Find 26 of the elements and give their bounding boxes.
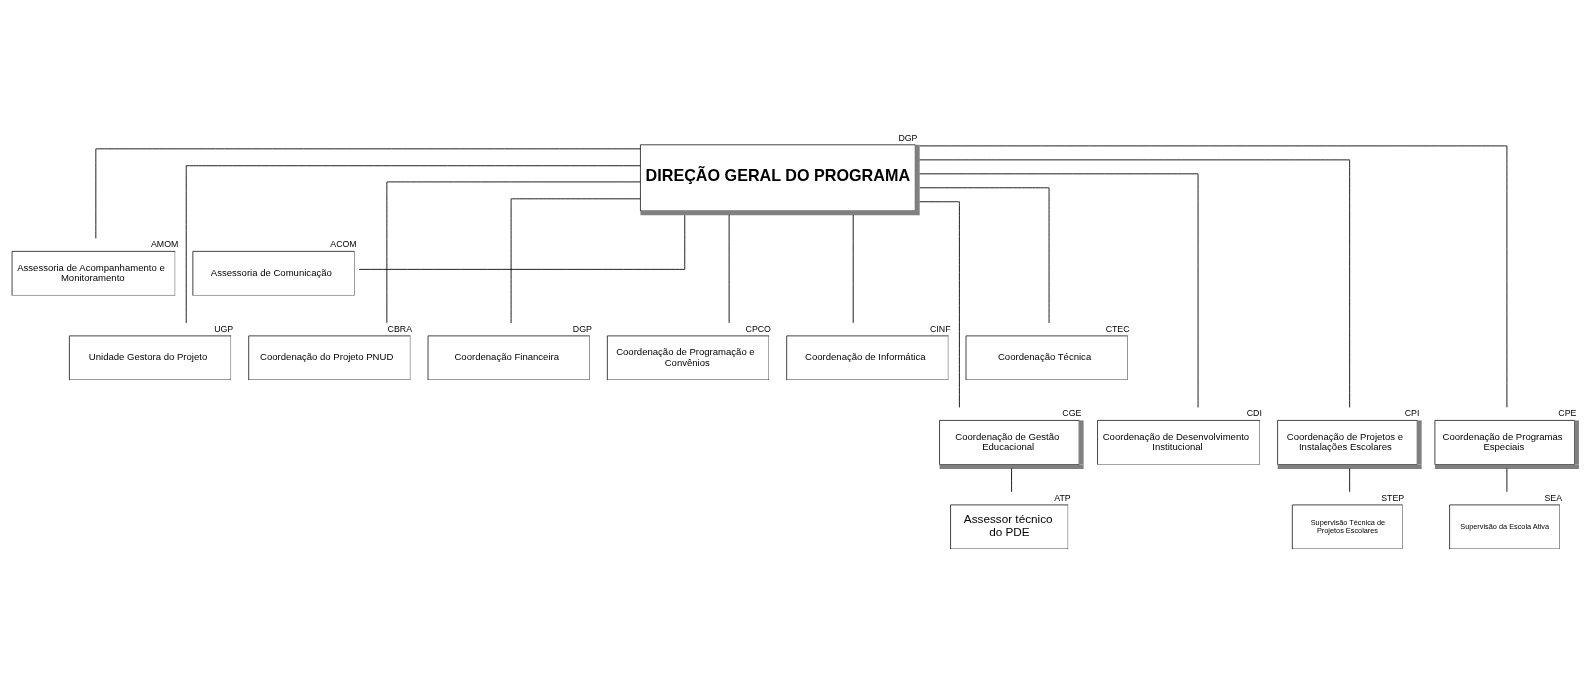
node-label: CBRA: [387, 323, 413, 334]
node-label: CPI: [1404, 407, 1420, 418]
node-label: CDI: [1246, 407, 1262, 418]
node-label: CTEC: [1105, 323, 1130, 334]
node-label: CINF: [929, 323, 951, 334]
connector: [1349, 467, 1351, 492]
connector: [852, 214, 854, 323]
node-label: CPE: [1558, 407, 1577, 418]
node-label: SEA: [1544, 492, 1563, 503]
connector: [185, 164, 641, 323]
node-label: DGP: [898, 132, 918, 143]
node-label: UGP: [214, 323, 234, 334]
connector: [919, 158, 1351, 408]
connector: [919, 200, 960, 408]
connector: [95, 147, 641, 239]
node-label: AMOM: [150, 238, 179, 249]
connector: [510, 197, 641, 323]
node-label: ACOM: [330, 238, 357, 249]
node-label: CPCO: [745, 323, 771, 334]
connector: [358, 214, 686, 270]
node-label: ATP: [1054, 492, 1071, 503]
node-label: CGE: [1062, 407, 1082, 418]
node-label: STEP: [1381, 492, 1405, 503]
node-label: DGP: [572, 323, 592, 334]
connector: [386, 181, 641, 323]
connector: [1011, 467, 1012, 492]
